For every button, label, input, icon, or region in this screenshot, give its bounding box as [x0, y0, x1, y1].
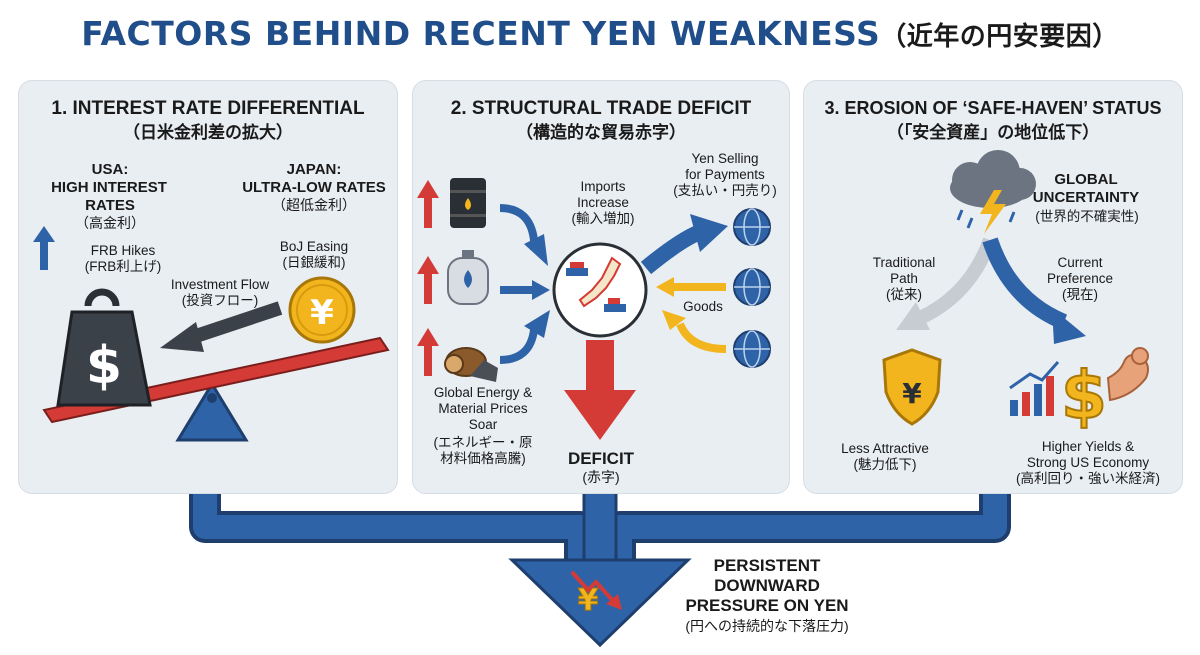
result-label-jp: (円への持続的な下落圧力) — [685, 618, 849, 634]
yen-selling-label-jp: (支払い・円売り) — [673, 183, 777, 198]
falling-trend-icon — [570, 570, 622, 610]
shield-yen-symbol: ¥ — [902, 377, 922, 410]
global-uncertainty-label: GLOBAL — [1054, 171, 1118, 188]
higher-yields-label-2: Strong US Economy — [1026, 455, 1150, 470]
imports-increase-label-2: Increase — [577, 195, 629, 210]
energy-prices-label-3: Soar — [468, 417, 498, 432]
less-attractive-label-jp: (魅力低下) — [853, 457, 917, 472]
oil-barrel-icon — [450, 178, 486, 228]
price-up-arrow-icon — [417, 256, 439, 304]
investment-flow-label: Investment Flow — [170, 277, 270, 292]
japan-label-2: ULTRA-LOW RATES — [242, 179, 386, 196]
imports-increase-label: Imports — [580, 179, 626, 194]
big-down-arrow — [508, 558, 692, 648]
usa-label-3: RATES — [85, 197, 135, 214]
traditional-path-label: Traditional — [872, 255, 936, 270]
deficit-down-arrow — [564, 340, 636, 440]
panel2-subtitle: （構造的な貿易赤字） — [516, 123, 686, 142]
energy-prices-label-jp: (エネルギー・原 — [433, 435, 533, 450]
strong-arm-icon — [1106, 347, 1149, 402]
globe-icon — [733, 330, 771, 368]
panel2-title: 2. STRUCTURAL TRADE DEFICIT — [450, 98, 752, 119]
boj-easing-label-jp: (日銀緩和) — [282, 255, 346, 270]
import-arrow — [524, 310, 550, 338]
panel3-subtitle: （「安全資産」の地位低下） — [886, 123, 1100, 142]
globe-icon — [733, 268, 771, 306]
deficit-label-jp: (赤字) — [582, 469, 620, 485]
import-arrow — [532, 280, 550, 300]
title-english: FACTORS BEHIND RECENT YEN WEAKNESS — [81, 14, 881, 53]
traditional-path-label-2: Path — [890, 271, 918, 286]
current-preference-label-jp: (現在) — [1062, 287, 1098, 302]
investment-flow-label-jp: (投資フロー) — [181, 293, 259, 308]
current-preference-arrow — [982, 237, 1086, 344]
current-preference-label-2: Preference — [1046, 271, 1114, 286]
usa-label: USA: — [91, 161, 129, 178]
result-label-3: PRESSURE ON YEN — [685, 596, 849, 615]
japan-label: JAPAN: — [286, 161, 342, 178]
investment-flow-arrow — [160, 301, 283, 352]
big-dollar-symbol: $ — [1061, 357, 1107, 434]
yen-selling-label: Yen Selling — [691, 151, 759, 166]
global-uncertainty-label-2: UNCERTAINTY — [1032, 189, 1140, 206]
deficit-label: DEFICIT — [567, 449, 635, 468]
dollar-weight-icon — [56, 288, 152, 407]
higher-yields-label-jp: (高利回り・強い米経済) — [1016, 471, 1160, 486]
dollar-sign-text: $ — [86, 336, 122, 396]
yen-coin-icon — [288, 276, 356, 344]
raw-materials-icon — [444, 347, 498, 382]
panel-safe-haven: 3. EROSION OF ‘SAFE-HAVEN’ STATUS （「安全資産… — [803, 80, 1183, 494]
traditional-path-arrow — [896, 237, 997, 330]
price-up-arrow-icon — [417, 328, 439, 376]
result-yen-symbol: ¥ — [578, 583, 599, 618]
result-label-2: DOWNWARD — [714, 576, 820, 595]
frb-hikes-label: FRB Hikes — [90, 243, 156, 258]
goods-arrow — [662, 310, 727, 353]
energy-prices-label-2: Material Prices — [438, 401, 528, 416]
result-label-1: PERSISTENT — [713, 556, 821, 575]
frb-hikes-label-jp: (FRB利上げ) — [84, 259, 162, 274]
global-uncertainty-label-jp: (世界的不確実性) — [1035, 209, 1139, 224]
usa-label-jp: （高金利） — [75, 215, 145, 231]
energy-prices-label-jp-2: 材料価格高騰) — [440, 451, 526, 466]
japan-map-icon — [552, 242, 648, 338]
payment-arrow — [640, 214, 728, 275]
usa-label-2: HIGH INTEREST — [51, 179, 167, 196]
goods-arrow — [656, 277, 726, 297]
panel1-subtitle: （日米金利差の拡大） — [123, 123, 293, 142]
current-preference-label: Current — [1057, 255, 1103, 270]
up-arrow-icon — [33, 226, 55, 270]
flow-arrow-left — [193, 490, 592, 560]
energy-prices-label: Global Energy & — [433, 385, 533, 400]
traditional-path-label-jp: (従来) — [886, 287, 922, 302]
yen-selling-label-2: for Payments — [685, 167, 765, 182]
page-title: FACTORS BEHIND RECENT YEN WEAKNESS（近年の円安… — [0, 14, 1200, 53]
storm-cloud-icon — [950, 150, 1036, 234]
title-japanese: （近年の円安要因） — [880, 22, 1119, 52]
imports-increase-label-jp: (輸入増加) — [571, 211, 635, 226]
globe-icon — [733, 208, 771, 246]
import-arrow — [524, 234, 548, 266]
growth-chart-icon — [1009, 361, 1060, 416]
goods-label: Goods — [683, 299, 723, 314]
higher-yields-label: Higher Yields & — [1041, 439, 1135, 454]
yen-coin-symbol: ¥ — [310, 293, 334, 333]
panel3-title: 3. EROSION OF ‘SAFE-HAVEN’ STATUS — [824, 98, 1162, 118]
boj-easing-label: BoJ Easing — [279, 239, 349, 254]
less-attractive-label: Less Attractive — [841, 441, 929, 456]
japan-label-jp: （超低金利） — [272, 197, 356, 213]
price-up-arrow-icon — [417, 180, 439, 228]
gas-tank-icon — [447, 250, 489, 305]
yen-shield-icon — [882, 348, 942, 426]
panel1-title: 1. INTEREST RATE DIFFERENTIAL — [51, 98, 365, 119]
flow-arrow-right — [608, 490, 1007, 560]
fulcrum-icon — [175, 381, 249, 442]
